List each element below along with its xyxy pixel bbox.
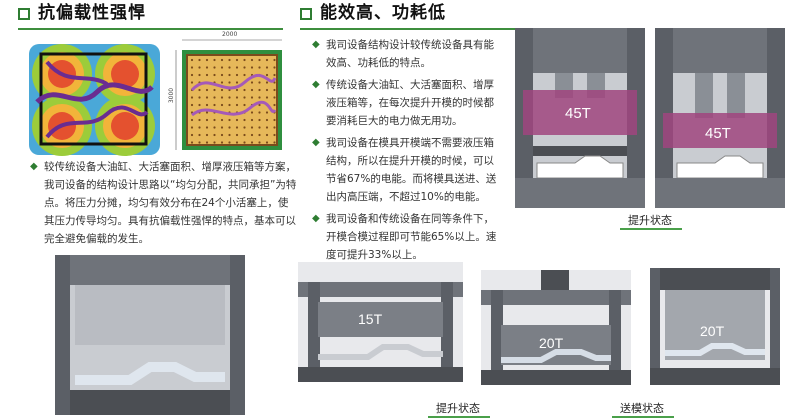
right-bullet-item: ◆ 我司设备在模具开模端不需要液压箱结构，所以在提升开模的时候，可以节省67%的… (312, 134, 502, 206)
small-press-b-label: 20T (539, 335, 564, 351)
piston-layout-drawing: 2000 3000 (168, 30, 290, 160)
right-bullet-text: 我司设备和传统设备在同等条件下，开模合模过程即可节能65%以上。速度可提升33%… (326, 213, 497, 261)
diamond-bullet-icon: ◆ (30, 161, 38, 172)
section-title-right: 能效高、功耗低 (320, 3, 446, 23)
caption-underline (620, 228, 682, 230)
right-bullet-text: 我司设备在模具开模端不需要液压箱结构，所以在提升开模的时候，可以节省67%的电能… (326, 137, 497, 203)
dimension-height-label: 3000 (168, 87, 176, 104)
left-paragraph-text: 较传统设备大油缸、大活塞面积、增厚液压箱等方案，我司设备的结构设计思路以“均匀分… (44, 161, 297, 245)
diamond-bullet-icon: ◆ (312, 137, 320, 148)
left-bullet: ◆ 较传统设备大油缸、大活塞面积、增厚液压箱等方案，我司设备的结构设计思路以“均… (30, 158, 298, 248)
right-bullet-text: 传统设备大油缸、大活塞面积、增厚液压箱等，在每次提升开模的时候都要消耗巨大的电力… (326, 79, 494, 127)
diamond-bullet-icon: ◆ (312, 79, 320, 90)
right-bullet-item: ◆ 传统设备大油缸、大活塞面积、增厚液压箱等，在每次提升开模的时候都要消耗巨大的… (312, 76, 502, 130)
caption-underline (428, 416, 490, 418)
press-lift-diagram: 45T 45T (515, 28, 785, 208)
caption-underline (612, 416, 674, 418)
press-a-label: 45T (565, 105, 591, 122)
small-press-c: 20T (650, 268, 780, 385)
small-press-c-label: 20T (700, 323, 725, 339)
small-press-a: 15T (298, 262, 463, 382)
small-press-caption-2: 送模状态 (620, 402, 664, 415)
small-press-b: 20T (481, 270, 631, 385)
stress-distribution-image (27, 42, 162, 157)
press-b-label: 45T (705, 125, 731, 142)
square-bullet-icon (300, 8, 312, 20)
press-top-caption: 提升状态 (628, 214, 672, 227)
small-press-caption-1: 提升状态 (436, 402, 480, 415)
section-header-left: 抗偏载性强悍 (18, 0, 283, 30)
diamond-bullet-icon: ◆ (312, 213, 320, 224)
dimension-width-label: 2000 (222, 31, 238, 38)
diamond-bullet-icon: ◆ (312, 39, 320, 50)
section-header-right: 能效高、功耗低 (300, 0, 515, 30)
right-bullet-item: ◆ 我司设备结构设计较传统设备具有能效高、功耗低的特点。 (312, 36, 502, 72)
right-bullet-text: 我司设备结构设计较传统设备具有能效高、功耗低的特点。 (326, 39, 494, 69)
right-bullet-item: ◆ 我司设备和传统设备在同等条件下，开模合模过程即可节能65%以上。速度可提升3… (312, 210, 502, 264)
square-bullet-icon (18, 8, 30, 20)
small-press-a-label: 15T (358, 311, 383, 327)
left-description: ◆ 较传统设备大油缸、大活塞面积、增厚液压箱等方案，我司设备的结构设计思路以“均… (30, 158, 298, 248)
right-bullet-list: ◆ 我司设备结构设计较传统设备具有能效高、功耗低的特点。 ◆ 传统设备大油缸、大… (312, 36, 502, 264)
large-press-section (55, 255, 245, 415)
section-title-left: 抗偏载性强悍 (38, 3, 146, 23)
